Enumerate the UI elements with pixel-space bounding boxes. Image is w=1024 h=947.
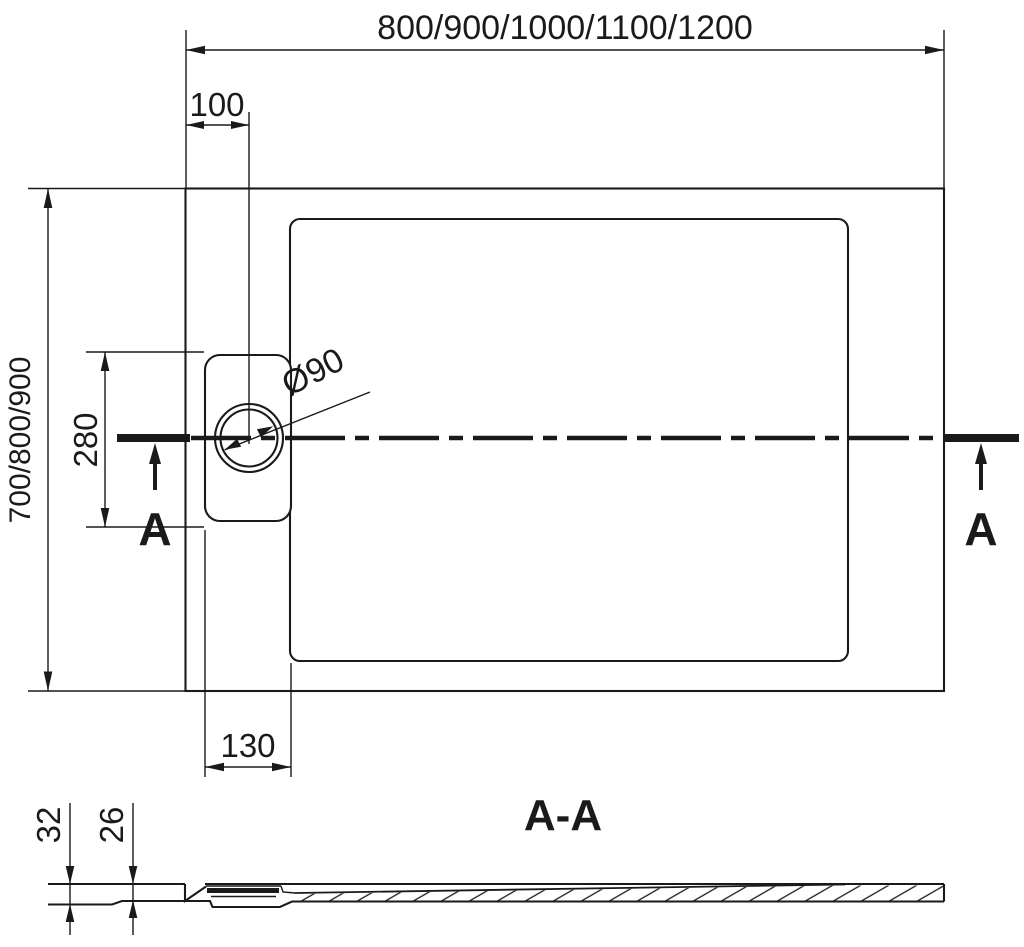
cut-arrow-left-head [149, 443, 161, 464]
dim-floor-thickness: 26 [93, 803, 138, 935]
section-pocket-right-joint [280, 885, 296, 894]
section-hatching [294, 885, 943, 901]
dim-depth: 700/800/900 [4, 187, 185, 692]
dim-edge-thickness: 32 [30, 803, 75, 935]
cut-letter-left: A [138, 503, 171, 555]
dim-offset-arrow-right [231, 121, 249, 129]
plan-outline [184, 187, 946, 693]
dim-width-arrow-right [925, 45, 944, 55]
drain-waste [213, 402, 285, 474]
dim-recess-w-value: 130 [220, 727, 275, 764]
dim-drain-offset: 100 [186, 86, 249, 129]
dim-width-value: 800/900/1000/1100/1200 [377, 9, 753, 47]
drain-inner-circle [219, 408, 279, 468]
section-cut-arrows: A A [138, 443, 998, 555]
cutting-plane-centerline [117, 112, 1019, 444]
drain-diameter-leader [224, 391, 371, 451]
dim-offset-arrow-left [186, 121, 204, 129]
dim-26-arrow-top [128, 866, 138, 884]
drain-outer-circle [213, 402, 285, 474]
dim-width: 800/900/1000/1100/1200 [185, 9, 945, 188]
section-label: A-A [524, 791, 602, 840]
dim-depth-value: 700/800/900 [4, 357, 37, 524]
dim-32-arrow-bottom [65, 904, 75, 922]
dim-recess-w-arrow-right [272, 762, 291, 772]
section-view: A-A 32 26 [30, 791, 946, 935]
drain-cover-plate [207, 888, 279, 893]
dim-recess-width: 130 [204, 530, 292, 777]
drain-diameter-arrow-upper [256, 426, 274, 438]
dim-recess-h-arrow-top [100, 352, 110, 371]
dim-depth-arrow-top [43, 188, 53, 208]
dim-offset-value: 100 [189, 86, 244, 123]
dim-26-arrow-bottom [128, 900, 138, 918]
section-floor-slope-line [294, 883, 846, 894]
dim-recess-w-arrow-left [205, 762, 224, 772]
cut-arrow-right-head [975, 443, 987, 464]
section-bottom-contour [48, 899, 944, 909]
dim-recess-h-value: 280 [67, 412, 104, 467]
drain-diameter-arrow-lower [224, 438, 242, 450]
dim-depth-arrow-bottom [43, 671, 53, 691]
dim-32-arrow-top [65, 866, 75, 884]
dim-26-value: 26 [93, 807, 130, 844]
dim-32-value: 32 [30, 807, 67, 844]
dim-recess-height: 280 [67, 351, 204, 528]
dim-recess-h-arrow-bottom [100, 508, 110, 527]
dim-width-arrow-left [186, 45, 205, 55]
section-profile [48, 882, 946, 909]
section-pocket-left-wall [183, 884, 207, 904]
cut-letter-right: A [964, 503, 997, 555]
top-view: A A 800/900/1000/1100/1200 100 [4, 9, 1019, 777]
